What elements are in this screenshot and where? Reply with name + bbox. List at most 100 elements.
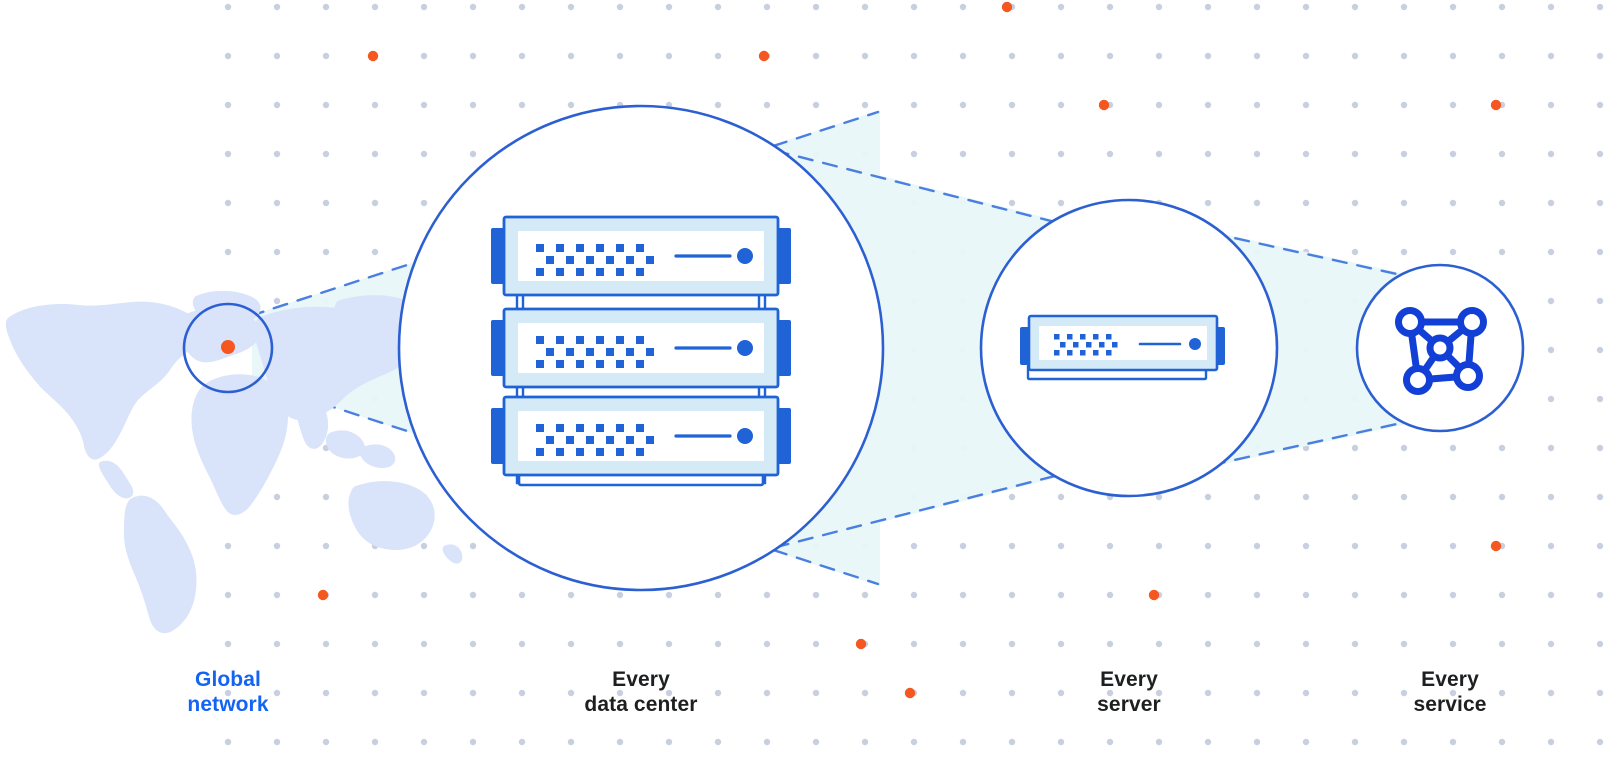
- location-pin-dot: [221, 340, 235, 354]
- grid-dot: [1596, 591, 1604, 599]
- highlight-dot: [1490, 540, 1502, 552]
- grid-dot: [1547, 738, 1555, 746]
- grid-dot: [1253, 738, 1261, 746]
- caption-every-server: Every server: [1097, 668, 1161, 716]
- grid-dot: [224, 52, 232, 60]
- caption-global-network: Global network: [187, 668, 269, 716]
- grid-dot: [1155, 640, 1163, 648]
- grid-dot: [1106, 591, 1114, 599]
- grid-dot: [1400, 3, 1408, 11]
- grid-dot: [1106, 52, 1114, 60]
- highlight-dot: [1001, 1, 1013, 13]
- grid-dot: [1204, 640, 1212, 648]
- grid-dot: [1106, 738, 1114, 746]
- grid-dot: [1253, 689, 1261, 697]
- grid-dot: [1057, 3, 1065, 11]
- grid-dot: [1204, 199, 1212, 207]
- grid-dot: [224, 640, 232, 648]
- grid-dot: [714, 3, 722, 11]
- grid-dot: [322, 101, 330, 109]
- grid-dot: [616, 3, 624, 11]
- grid-dot: [1400, 591, 1408, 599]
- grid-dot: [1596, 52, 1604, 60]
- grid-dot: [1351, 199, 1359, 207]
- grid-dot: [567, 738, 575, 746]
- server-unit-2: [491, 307, 791, 389]
- grid-dot: [371, 738, 379, 746]
- grid-dot: [1351, 591, 1359, 599]
- grid-dot: [224, 101, 232, 109]
- highlight-dot: [855, 638, 867, 650]
- highlight-dots-group: [317, 1, 1502, 699]
- grid-dot: [1008, 640, 1016, 648]
- grid-dot: [469, 689, 477, 697]
- grid-dot: [1008, 493, 1016, 501]
- funnel-dash-top-2: [700, 130, 1245, 272]
- server-unit-3: [491, 395, 791, 477]
- grid-dot: [1449, 248, 1457, 256]
- grid-dot: [469, 150, 477, 158]
- grid-dot: [1498, 52, 1506, 60]
- grid-dot: [1351, 52, 1359, 60]
- grid-dot: [469, 52, 477, 60]
- grid-dot: [1253, 150, 1261, 158]
- grid-dot: [861, 52, 869, 60]
- grid-dot: [1106, 150, 1114, 158]
- grid-dot: [1449, 689, 1457, 697]
- grid-dot: [518, 3, 526, 11]
- grid-dot: [469, 101, 477, 109]
- grid-dot: [1204, 150, 1212, 158]
- highlight-dot: [758, 50, 770, 62]
- grid-dot: [616, 591, 624, 599]
- grid-dot: [1008, 738, 1016, 746]
- grid-dot: [1253, 591, 1261, 599]
- grid-dot: [371, 101, 379, 109]
- grid-dot: [1547, 689, 1555, 697]
- grid-dot: [959, 640, 967, 648]
- grid-dot: [1204, 493, 1212, 501]
- grid-dot: [1057, 591, 1065, 599]
- grid-dot: [1400, 52, 1408, 60]
- grid-dot: [322, 689, 330, 697]
- grid-dot: [665, 738, 673, 746]
- grid-dot: [665, 640, 673, 648]
- grid-dot: [224, 689, 232, 697]
- single-server-icon: [1020, 314, 1225, 381]
- graph-node-top-right: [1457, 307, 1487, 337]
- grid-dot: [1008, 689, 1016, 697]
- grid-dot: [665, 591, 673, 599]
- grid-dot: [910, 542, 918, 550]
- grid-dot: [812, 689, 820, 697]
- grid-dot: [322, 640, 330, 648]
- grid-dot: [1400, 101, 1408, 109]
- world-map: [5, 290, 463, 634]
- grid-dot: [1498, 199, 1506, 207]
- grid-dot: [567, 101, 575, 109]
- grid-dot: [1547, 248, 1555, 256]
- grid-dot: [1547, 444, 1555, 452]
- grid-dot: [1498, 248, 1506, 256]
- funnel-dash-bottom-2: [700, 426, 1245, 568]
- grid-dot: [322, 542, 330, 550]
- grid-dot: [714, 689, 722, 697]
- grid-dot: [1106, 542, 1114, 550]
- grid-dot: [1596, 150, 1604, 158]
- grid-dot: [1596, 346, 1604, 354]
- grid-dot: [763, 738, 771, 746]
- grid-dot: [518, 591, 526, 599]
- grid-dot: [1008, 542, 1016, 550]
- grid-dot: [1400, 199, 1408, 207]
- server-unit-2-vents: [536, 336, 654, 368]
- grid-dot: [1106, 689, 1114, 697]
- grid-dot: [1400, 640, 1408, 648]
- grid-dot: [959, 689, 967, 697]
- grid-dot: [1008, 199, 1016, 207]
- grid-dot: [1449, 640, 1457, 648]
- grid-dot: [1596, 640, 1604, 648]
- grid-dot: [273, 150, 281, 158]
- server-unit-3-vents: [536, 424, 654, 456]
- grid-dot: [1547, 150, 1555, 158]
- grid-dot: [616, 640, 624, 648]
- grid-dot: [322, 738, 330, 746]
